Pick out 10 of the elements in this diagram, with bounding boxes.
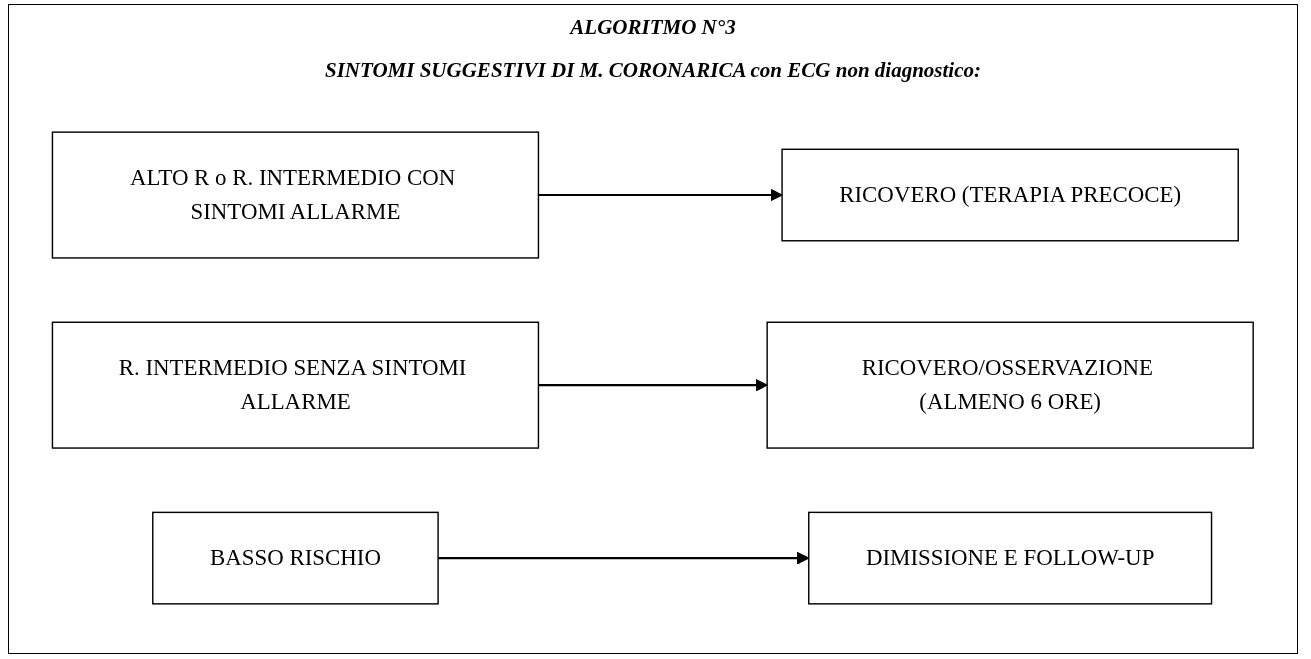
- diagram-title: ALGORITMO N°3: [570, 15, 736, 40]
- node-box: RICOVERO/OSSERVAZIONE (ALMENO 6 ORE): [766, 321, 1255, 449]
- node-box: RICOVERO (TERAPIA PRECOCE): [781, 148, 1240, 242]
- subtitle-text: SINTOMI SUGGESTIVI DI M. CORONARICA con ECG non diagnostico:: [324, 58, 981, 83]
- node-box: BASSO RISCHIO: [152, 511, 439, 605]
- node-box: DIMISSIONE E FOLLOW-UP: [808, 511, 1213, 605]
- node-box: ALTO R o R. INTERMEDIO CON SINTOMI ALLARME: [51, 131, 540, 259]
- arrow: [538, 378, 768, 392]
- arrow: [538, 188, 783, 202]
- node-box: R. INTERMEDIO SENZA SINTOMI ALLARME: [51, 321, 540, 449]
